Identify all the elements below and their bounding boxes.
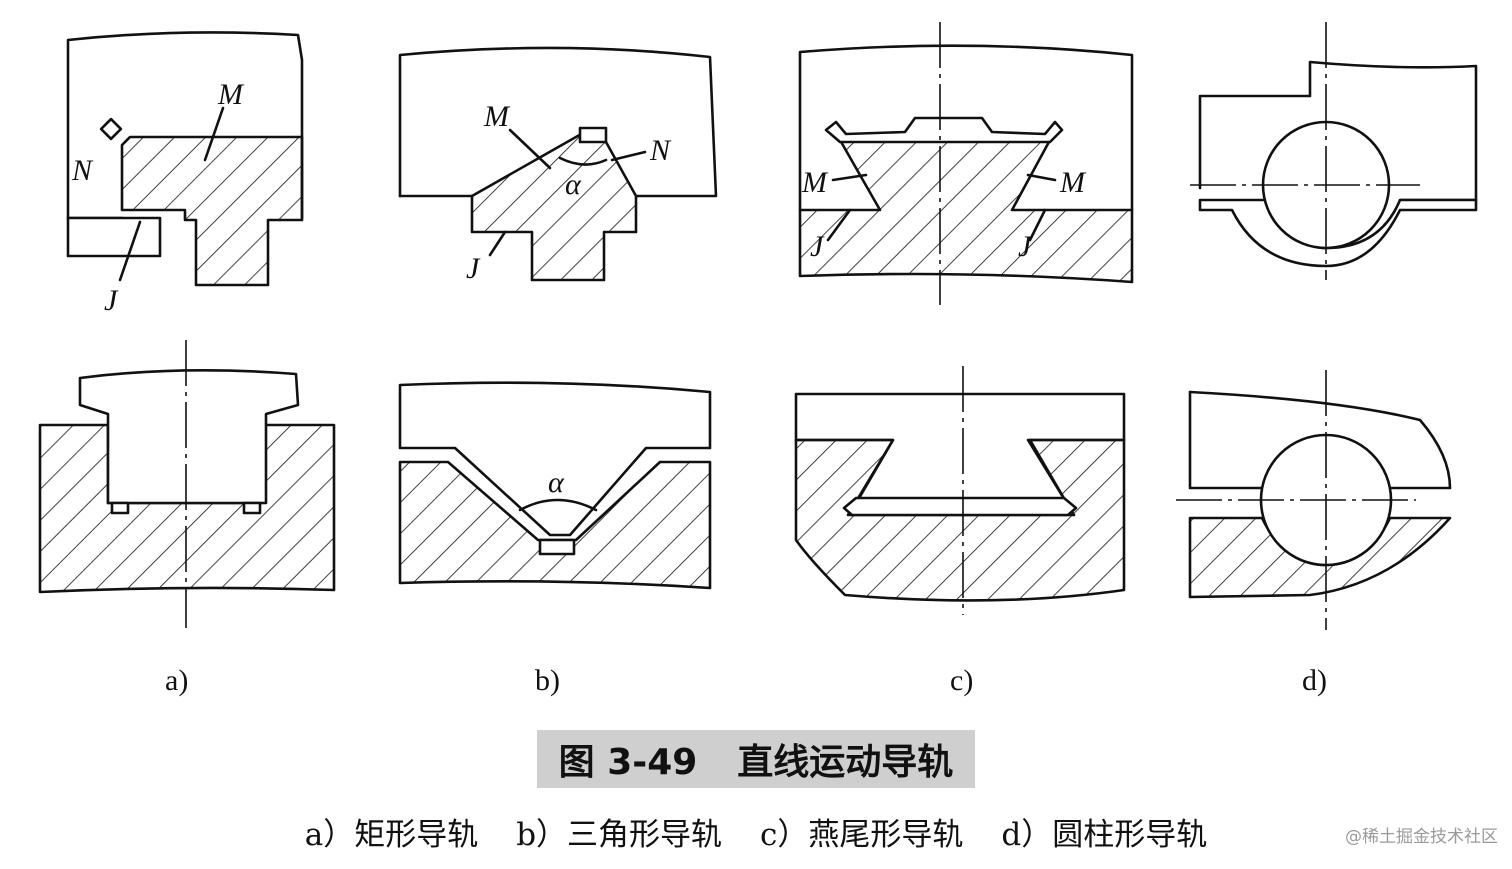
label-c-M-right: M [1059, 166, 1087, 199]
panel-a-bottom [38, 340, 336, 628]
leader-lines [118, 106, 1057, 282]
label-c-J-right: J [1018, 230, 1033, 263]
panel-label-b: b) [535, 664, 560, 697]
panel-label-a: a) [165, 664, 188, 697]
label-a-M: M [217, 78, 245, 111]
label-a-J: J [104, 284, 119, 317]
panel-label-d: d) [1302, 664, 1327, 697]
panel-d-bottom [1176, 370, 1452, 630]
subcaption-c: c）燕尾形导轨 [760, 816, 964, 853]
panel-a-top [66, 31, 304, 287]
figure-subcaptions: a）矩形导轨 b）三角形导轨 c）燕尾形导轨 d）圆柱形导轨 [0, 806, 1512, 856]
panel-d-top [1190, 22, 1478, 280]
label-b-alpha-bottom: α [548, 466, 565, 499]
panel-b-top [398, 46, 718, 282]
label-b-M: M [483, 100, 511, 133]
panel-label-c: c) [950, 664, 973, 697]
label-b-N: N [649, 134, 672, 167]
panel-b-bottom [398, 381, 712, 590]
panel-c-bottom [794, 366, 1126, 615]
label-c-J-left: J [810, 230, 825, 263]
figure-number: 图 3-49 [558, 742, 698, 783]
panel-c-top [798, 22, 1134, 305]
subcaption-b: b）三角形导轨 [516, 816, 723, 853]
subcaption-a: a）矩形导轨 [304, 816, 479, 853]
figure-title: 直线运动导轨 [737, 742, 954, 783]
figure-caption: 图 3-49 直线运动导轨 [537, 730, 975, 788]
label-c-M-left: M [801, 166, 829, 199]
label-b-alpha-top: α [565, 168, 582, 201]
subcaption-d: d）圆柱形导轨 [1001, 816, 1208, 853]
watermark: @稀土掘金技术社区 [1345, 827, 1498, 847]
label-b-J: J [466, 252, 481, 285]
label-a-N: N [71, 154, 94, 187]
